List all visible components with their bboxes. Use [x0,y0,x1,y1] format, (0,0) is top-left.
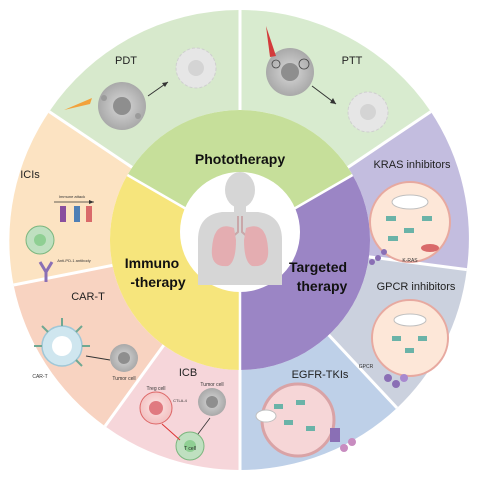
pdt-dead-cell-icon [175,47,217,89]
icb-tumor-cell-label: Tumor cell [200,382,223,388]
icis-antibody-icon [38,261,54,282]
immunotherapy-label-line1: Immuno [125,255,179,271]
targeted-therapy-label-line2: therapy [297,278,348,294]
pdt-label: PDT [115,55,137,67]
cart-cell-icon [34,318,90,367]
cart-cell-label: CAR-T [32,374,47,380]
gpcr-label: GPCR inhibitors [377,281,456,293]
icis-t-cell-icon [25,225,55,255]
ptt-dead-cell-icon [347,91,389,133]
icb-label: ICB [179,367,197,379]
pdt-light-beam-icon [64,98,92,110]
icis-anti-pd1-label: Anti-PD-1 antibody [57,258,91,263]
cart-tumor-cell-icon [110,344,138,372]
pdt-tumor-cell-icon [98,82,146,130]
icb-arrow-icon [161,423,181,441]
kras-label: KRAS inhibitors [373,159,451,171]
egfr-cell-diagram-icon [255,382,356,458]
gpcr-cell-diagram-icon [371,299,449,388]
ptt-tumor-cell-icon [266,48,314,96]
egfr-label: EGFR-TKIs [292,369,349,381]
gpcr-gpcr-label: GPCR [359,364,374,370]
targeted-therapy-label-line1: Targeted [289,259,347,275]
cart-tumor-cell-label: Tumor cell [112,376,135,382]
ptt-label: PTT [342,55,363,67]
cart-label: CAR-T [71,291,105,303]
icis-label: ICIs [20,169,40,181]
kras-k-ras-label: K-RAS [402,258,418,264]
phototherapy-label: Phototherapy [195,151,285,167]
icb-ctla4-label: CTLA-4 [173,398,188,403]
icb-treg-cell-icon [139,391,173,425]
human-lungs-icon [198,172,282,285]
ptt-laser-icon [266,26,276,57]
cart-arrow-icon [85,355,111,361]
immunotherapy-label-line2: -therapy [130,274,185,290]
icis-receptor-icon [54,200,94,222]
icis-immune-attack-label: Immune attack [59,194,85,199]
icb-t-cell-label: T cell [184,446,196,452]
icb-tumor-cell-icon [198,388,226,416]
icb-t-cell-icon [175,431,205,461]
kras-cell-diagram-icon [369,181,451,265]
icb-treg-label: Treg cell [147,386,166,392]
